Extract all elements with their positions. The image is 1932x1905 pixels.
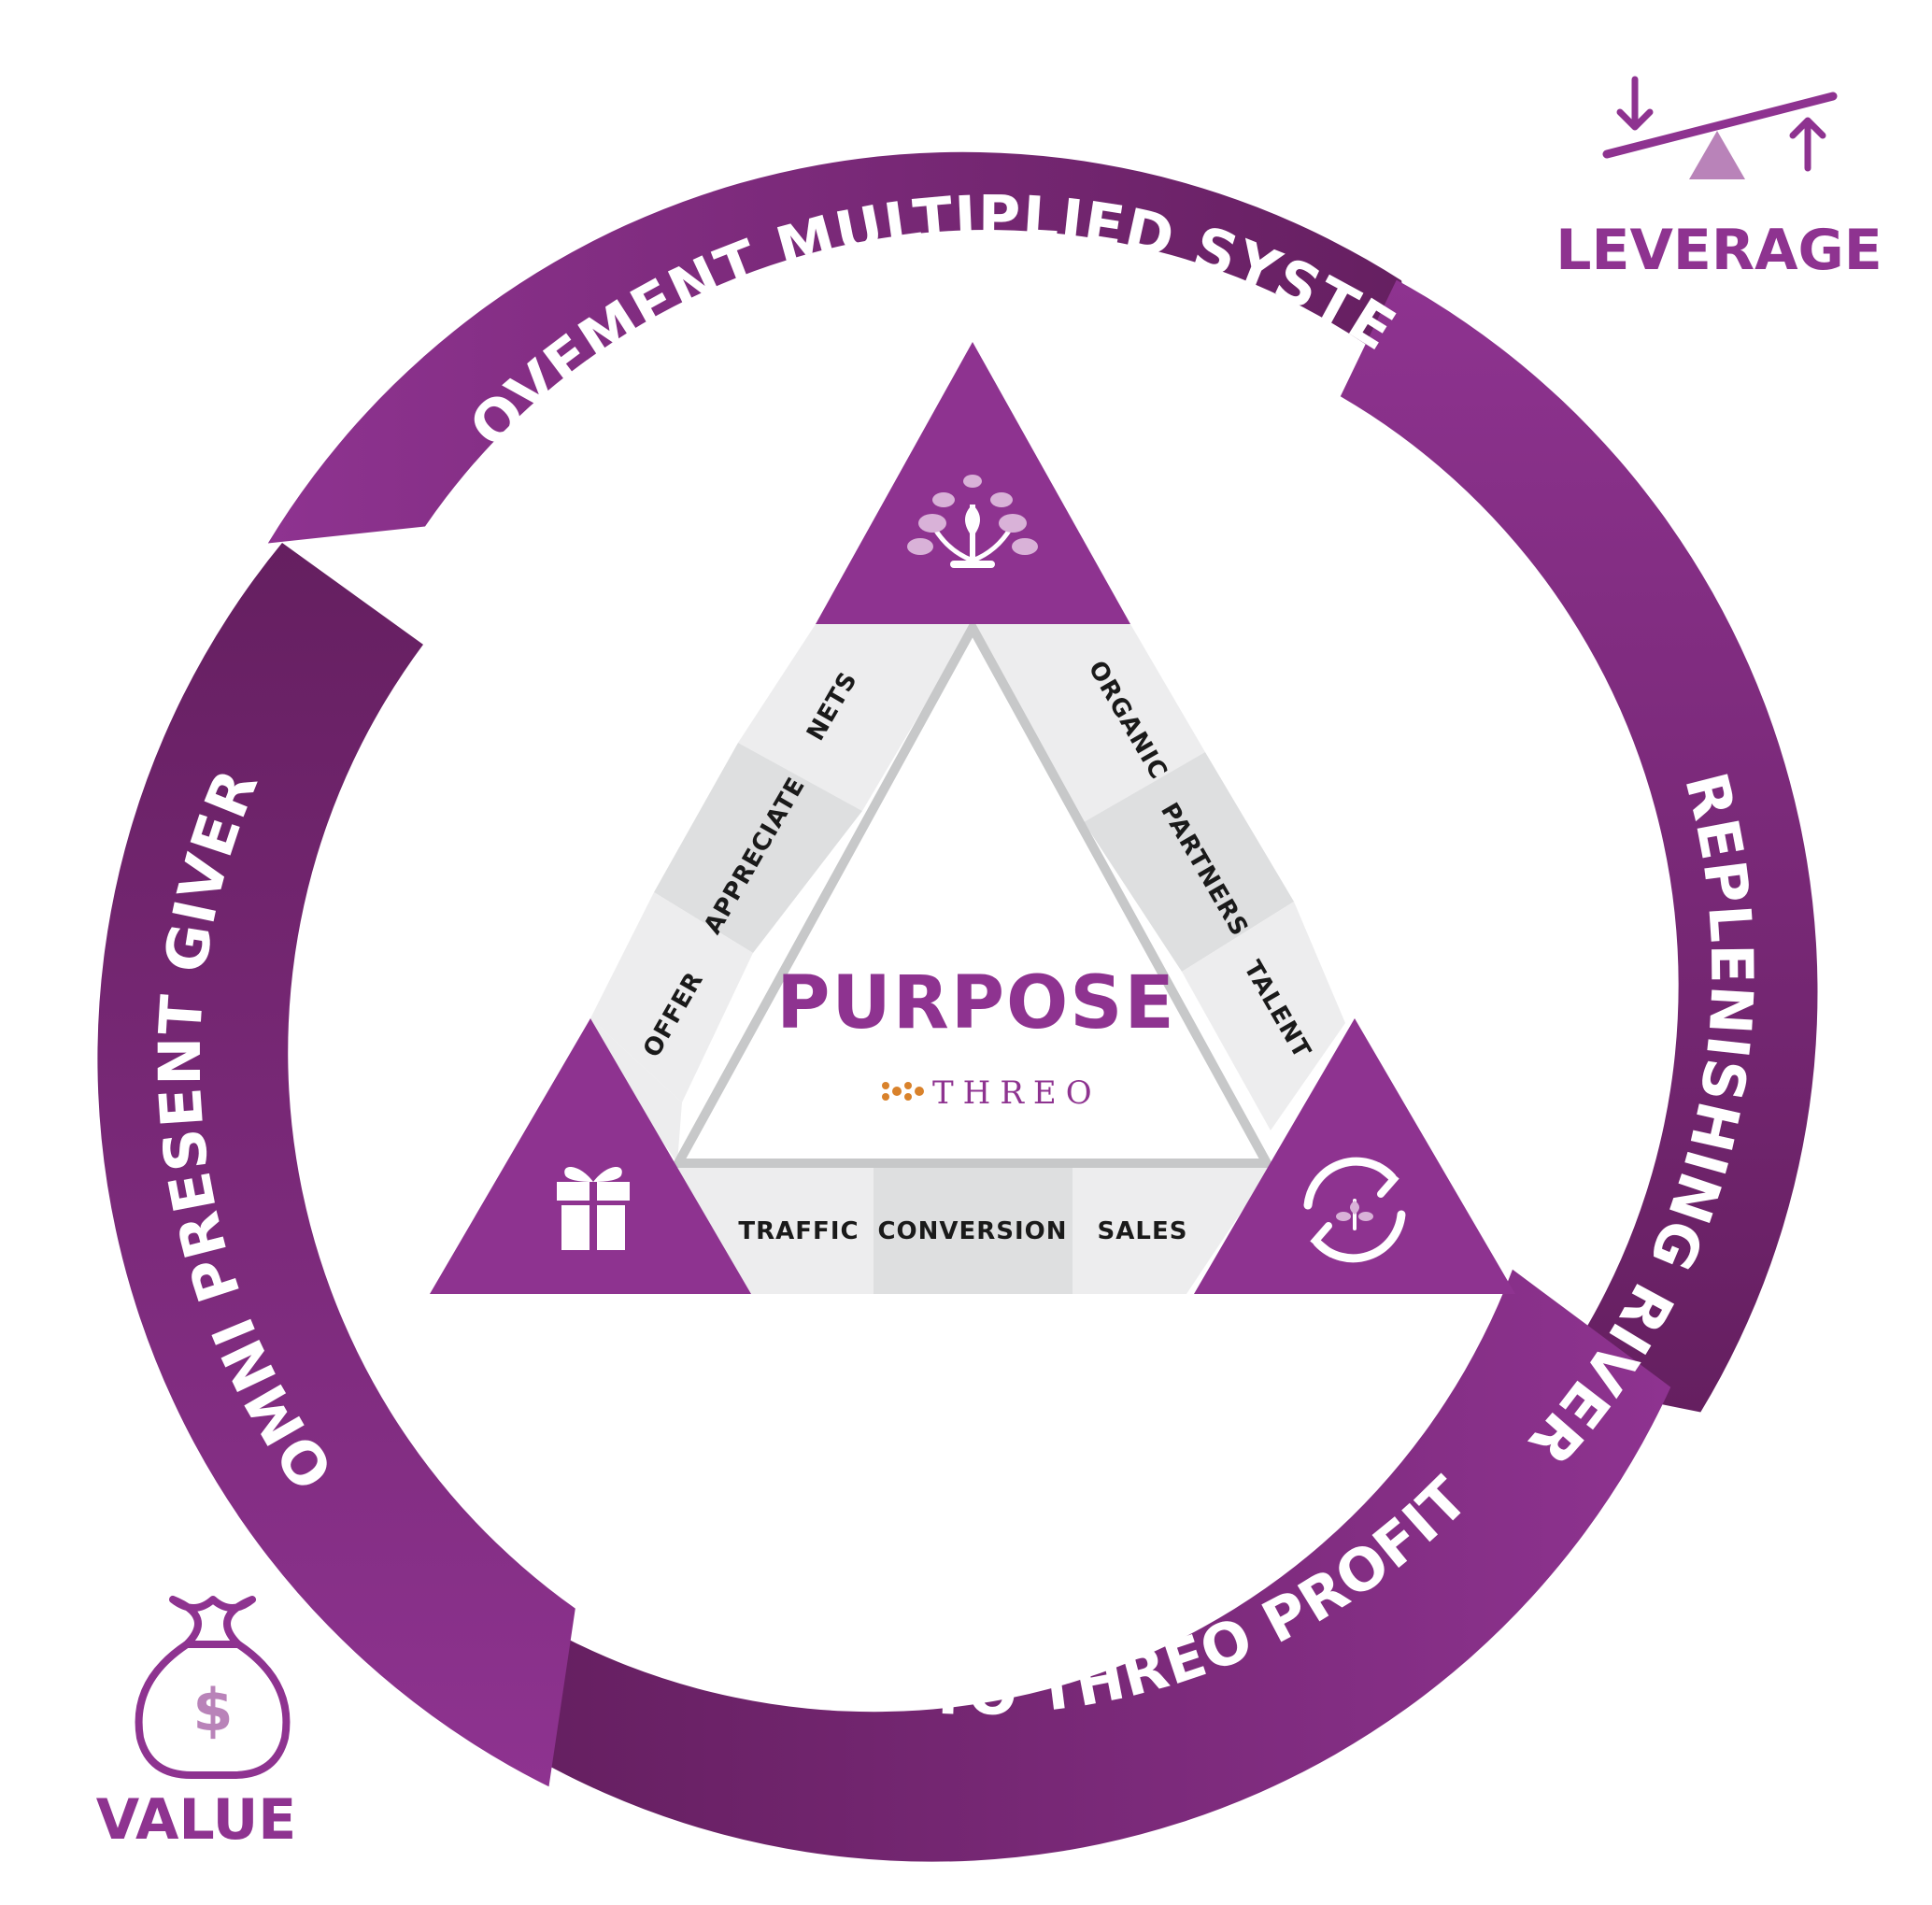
svg-text:$: $ — [192, 1676, 233, 1744]
label-sales: SALES — [1098, 1217, 1188, 1245]
cell-talent — [1182, 902, 1345, 1130]
ring-segment-right — [1340, 279, 1818, 1413]
cell-appreciate — [654, 743, 862, 953]
cell-nets — [738, 624, 973, 811]
leverage-label: LEVERAGE — [1556, 218, 1882, 283]
ring — [97, 151, 1818, 1862]
cell-conversion — [874, 1168, 1073, 1294]
ring-segment-bottom — [527, 1269, 1671, 1862]
cell-sales — [1073, 1168, 1271, 1294]
cycle-leaf-icon — [1303, 1157, 1406, 1263]
ring-segment-left — [97, 543, 575, 1787]
corner-triangle-left — [430, 1018, 751, 1294]
cell-left-lower — [590, 1018, 682, 1163]
cell-offer — [590, 892, 753, 1102]
value-label: VALUE — [96, 1787, 297, 1853]
cell-organic — [973, 624, 1205, 822]
cell-partners — [1084, 752, 1294, 972]
ring-segment-top — [267, 151, 1420, 544]
corner-triangle-right — [1194, 1018, 1515, 1294]
money-bag-icon: $ — [135, 1596, 291, 1779]
label-traffic: TRAFFIC — [738, 1217, 859, 1245]
inner-triangle — [670, 618, 1275, 1168]
threo-logo-icon — [882, 1082, 924, 1101]
brand-name: THREO — [932, 1074, 1101, 1112]
label-conversion: CONVERSION — [877, 1217, 1067, 1245]
gift-icon — [557, 1166, 630, 1250]
cell-traffic — [675, 1168, 874, 1294]
tree-icon — [907, 475, 1038, 568]
center-title: PURPOSE — [776, 961, 1176, 1045]
triangle-bands — [590, 624, 1345, 1294]
seesaw-icon — [1602, 76, 1838, 179]
